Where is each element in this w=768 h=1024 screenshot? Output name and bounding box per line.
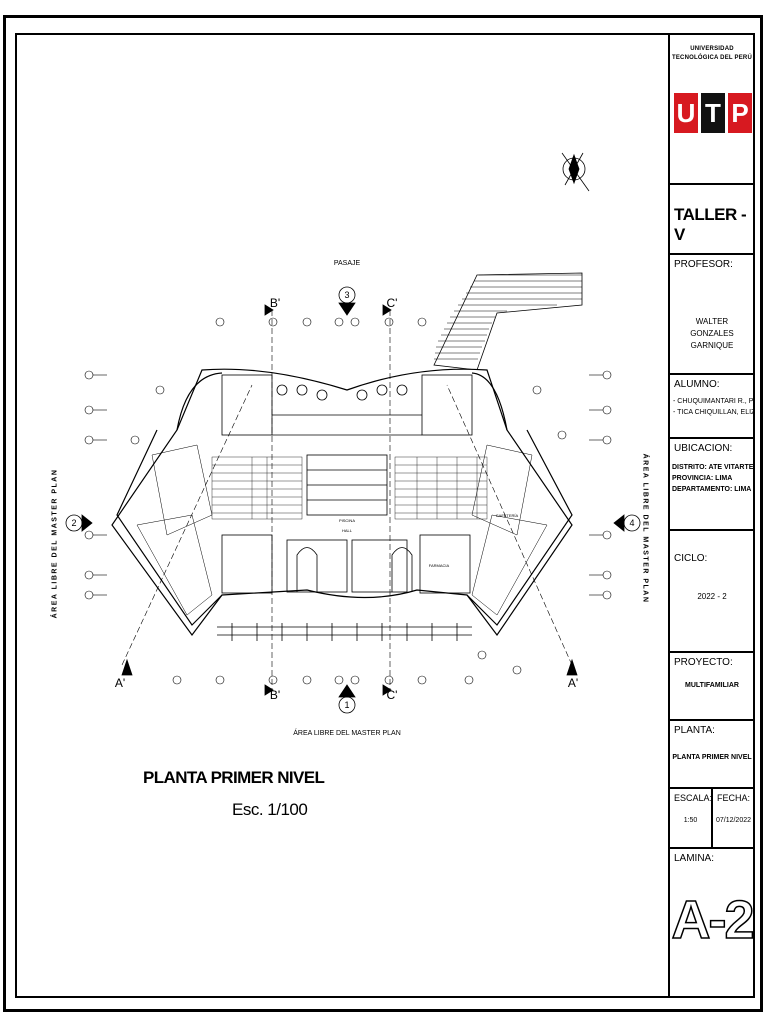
tb-plan-cell: PLANTA: PLANTA PRIMER NIVEL <box>670 721 754 789</box>
wing-interiors <box>136 444 548 616</box>
student-label: ALUMNO: <box>674 379 720 390</box>
hatch-right <box>394 456 488 520</box>
cycle-label: CICLO: <box>674 553 708 564</box>
sheet-label: LAMINA: <box>674 853 715 864</box>
bottom-rooms <box>221 534 471 594</box>
student-1: - CHUQUIMANTARI R., PAOLA <box>673 398 754 405</box>
building-outline <box>111 368 573 637</box>
location-department: DEPARTAMENTO: LIMA <box>672 486 752 493</box>
scale-date-divider <box>711 789 713 847</box>
section-b-bottom: B' <box>270 688 280 702</box>
room-pharmacy: FARMACIA <box>429 563 450 568</box>
tb-course-cell: TALLER - V <box>670 185 754 255</box>
professor-name: WALTER GONZALES GARNIQUE <box>690 317 734 350</box>
north-arrow-icon <box>561 152 590 192</box>
axis-label-2: 2 <box>71 518 76 528</box>
floor-plan: PASAJE ÁREA LIBRE DEL MASTER PLAN 3 1 2 … <box>65 152 641 737</box>
grid-bubbles <box>84 317 612 685</box>
university-name: UNIVERSIDAD TECNOLÓGICA DEL PERÚ <box>671 46 752 61</box>
drawing-sheet-border <box>3 15 763 1012</box>
date-value: 07/12/2022 <box>715 817 752 824</box>
plan-label: PLANTA: <box>674 725 715 736</box>
left-vertical-label: ÁREA LIBRE DEL MASTER PLAN <box>51 468 59 619</box>
section-lines <box>121 310 573 690</box>
scale-value: 1:50 <box>683 817 698 824</box>
cycle-value: 2022 - 2 <box>697 592 727 601</box>
axis-label-3: 3 <box>344 290 349 300</box>
logo-letter-u: U <box>674 93 698 133</box>
drawing-scale: Esc. 1/100 <box>232 800 308 819</box>
hatch-left <box>211 456 303 520</box>
tb-university-cell: UNIVERSIDAD TECNOLÓGICA DEL PERÚ U T P <box>670 35 754 185</box>
title-block: UNIVERSIDAD TECNOLÓGICA DEL PERÚ U T P T… <box>668 35 756 996</box>
professor-label: PROFESOR: <box>674 259 733 270</box>
section-c-bottom: C' <box>387 688 398 702</box>
tb-project-cell: PROYECTO: MULTIFAMILIAR <box>670 653 754 721</box>
tb-location-cell: UBICACION: DISTRITO: ATE VITARTE PROVINC… <box>670 439 754 531</box>
utp-logo: U T P <box>674 93 752 133</box>
axis-label-4: 4 <box>629 518 634 528</box>
bottom-corridor <box>217 623 472 641</box>
project-label: PROYECTO: <box>674 657 733 668</box>
label-bottom-area: ÁREA LIBRE DEL MASTER PLAN <box>293 728 401 737</box>
scale-label: ESCALA: <box>674 793 713 803</box>
tb-student-cell: ALUMNO: - CHUQUIMANTARI R., PAOLA - TICA… <box>670 375 754 439</box>
project-value: MULTIFAMILIAR <box>685 682 739 689</box>
tb-sheet-cell: LAMINA: A-2 <box>670 849 756 994</box>
drawing-title: PLANTA PRIMER NIVEL <box>143 768 325 787</box>
location-district: DISTRITO: ATE VITARTE <box>672 464 754 471</box>
ramp-hatch <box>433 272 583 371</box>
sheet-number: A-2 <box>671 889 756 951</box>
drawing-frame <box>15 33 755 998</box>
section-c-top: C' <box>387 296 398 310</box>
section-b-top: B' <box>270 296 280 310</box>
top-rooms <box>221 374 473 436</box>
location-label: UBICACION: <box>674 443 733 454</box>
section-a-left: A' <box>115 676 125 690</box>
room-pool: PISCINA <box>339 518 355 523</box>
tb-scale-date-cell: ESCALA: 1:50 FECHA: 07/12/2022 <box>670 789 754 849</box>
logo-letter-p: P <box>728 93 752 133</box>
room-cafe: CAFETERÍA <box>496 513 519 518</box>
location-province: PROVINCIA: LIMA <box>672 475 733 482</box>
right-vertical-label: ÁREA LIBRE DEL MASTER PLAN <box>641 453 649 604</box>
pool <box>306 454 388 516</box>
plan-value: PLANTA PRIMER NIVEL <box>672 754 752 761</box>
tb-cycle-cell: CICLO: 2022 - 2 <box>670 531 754 653</box>
course-title: TALLER - V <box>674 205 747 244</box>
section-a-right: A' <box>568 676 578 690</box>
logo-letter-t: T <box>701 93 725 133</box>
student-2: - TICA CHIQUILLAN, ELIZABETH <box>673 409 754 416</box>
room-lobby: HALL <box>342 528 353 533</box>
axis-label-1: 1 <box>344 700 349 710</box>
tb-professor-cell: PROFESOR: WALTER GONZALES GARNIQUE <box>670 255 754 375</box>
date-label: FECHA: <box>717 793 751 803</box>
label-pasaje: PASAJE <box>334 260 361 267</box>
